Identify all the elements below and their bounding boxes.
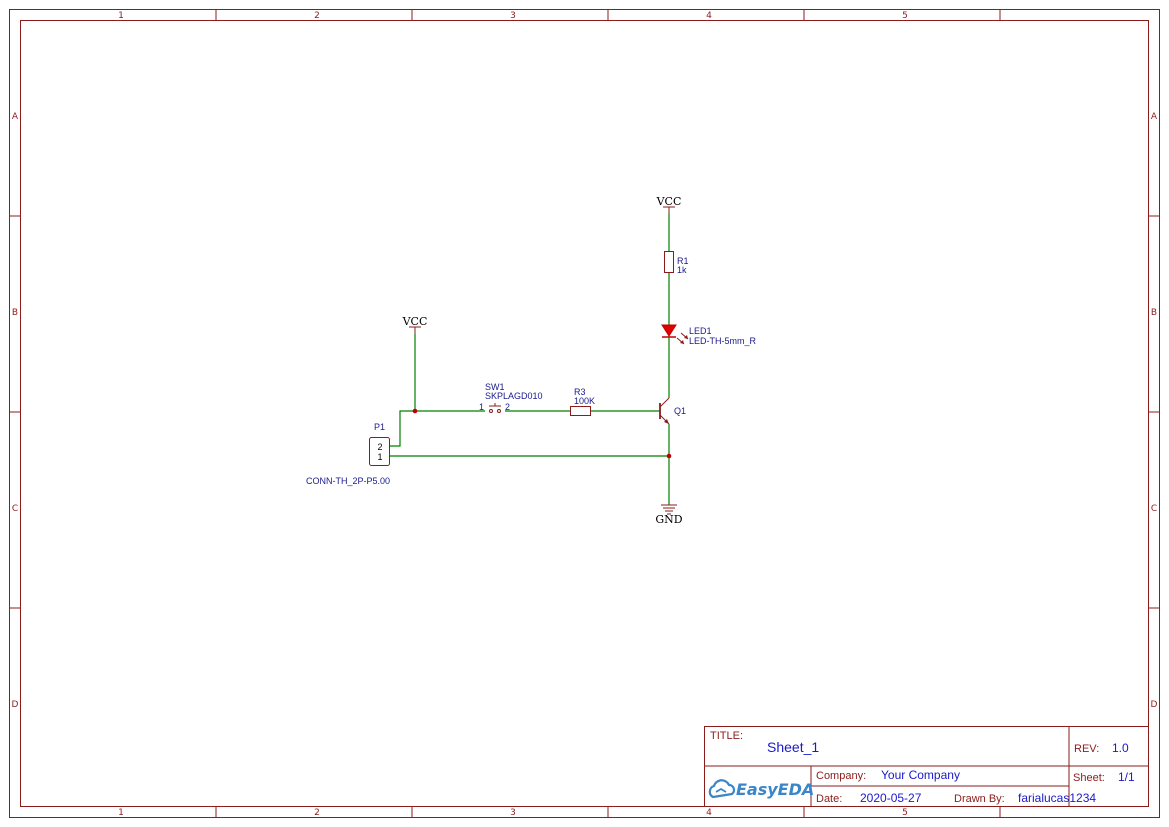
sw1-pin1-number: 1 [479,402,484,412]
led1-designator: LED1 [689,326,712,336]
zone-row-c-left: C [12,504,18,514]
zone-col-2-bottom: 2 [314,808,320,818]
zone-col-5-top: 5 [902,11,908,21]
date-value: 2020-05-27 [860,791,922,805]
sheet-value: 1/1 [1118,770,1135,784]
sw1-designator: SW1 [485,382,505,392]
zone-row-d-left: D [12,700,19,710]
date-caption: Date: [816,793,842,805]
net-label-vcc-left: VCC [402,315,428,328]
sw1-part: SKPLAGD010 [485,391,543,401]
zone-col-1-bottom: 1 [118,808,124,818]
q1-transistor[interactable]: Q1 [659,397,686,425]
easyeda-logo-text: EasyEDA [736,780,814,799]
zone-row-c-right: C [1151,504,1157,514]
led1-diode[interactable]: LED1 LED-TH-5mm_R [661,324,757,346]
zone-col-5-bottom: 5 [902,808,908,818]
easyeda-logo: EasyEDA [708,779,814,799]
company-caption: Company: [816,770,866,782]
junction-vcc-left [412,408,418,414]
r1-value: 1k [677,265,687,275]
rev-caption: REV: [1074,743,1099,755]
title-caption: TITLE: [710,730,743,742]
q1-designator: Q1 [674,406,686,416]
vcc-right-symbol[interactable]: VCC [656,195,682,213]
p1-connector[interactable]: 2 1 P1 CONN-TH_2P-P5.00 [306,422,390,486]
zone-col-2-top: 2 [314,11,320,21]
cloud-icon [708,779,736,799]
zone-row-a-left: A [12,112,19,122]
zone-row-d-right: D [1151,700,1158,710]
wire-p1-pin2[interactable] [390,410,415,447]
vcc-left-symbol[interactable]: VCC [402,315,428,334]
r1-resistor[interactable]: R1 1k [664,251,689,276]
r3-resistor[interactable]: R3 100K [570,387,596,416]
sw1-switch[interactable]: SW1 SKPLAGD010 1 2 [479,382,543,413]
rev-value: 1.0 [1112,741,1129,755]
p1-pin2-number: 2 [377,442,382,452]
sheet-frame [9,9,1160,818]
zone-row-a-right: A [1151,112,1158,122]
zone-col-1-top: 1 [118,11,124,21]
sheet-caption: Sheet: [1073,772,1105,784]
zone-labels: 1 2 3 4 5 1 2 3 4 5 A B C D A B C D [12,11,1158,818]
zone-row-b-right: B [1151,308,1157,318]
p1-pin1-number: 1 [377,452,382,462]
zone-col-4-top: 4 [706,11,712,21]
r3-value: 100K [574,396,595,406]
zone-col-4-bottom: 4 [706,808,712,818]
p1-footprint: CONN-TH_2P-P5.00 [306,476,390,486]
zone-row-b-left: B [12,308,18,318]
net-label-gnd: GND [655,513,682,526]
net-label-vcc-right: VCC [656,195,682,208]
drawn-by-caption: Drawn By: [954,793,1005,805]
r3-designator: R3 [574,387,586,397]
r1-designator: R1 [677,256,689,266]
zone-col-3-top: 3 [510,11,516,21]
junction-gnd [666,453,672,459]
led1-part: LED-TH-5mm_R [689,336,757,346]
title-block: TITLE: Sheet_1 REV: 1.0 Company: Your Co… [704,726,1149,807]
p1-designator: P1 [374,422,385,432]
company-value: Your Company [881,768,960,782]
sw1-pin2-number: 2 [505,402,510,412]
drawn-by-value: farialucas1234 [1018,791,1096,805]
sheet-title: Sheet_1 [767,739,819,755]
zone-col-3-bottom: 3 [510,808,516,818]
wires [390,213,670,505]
gnd-symbol[interactable]: GND [655,504,683,526]
